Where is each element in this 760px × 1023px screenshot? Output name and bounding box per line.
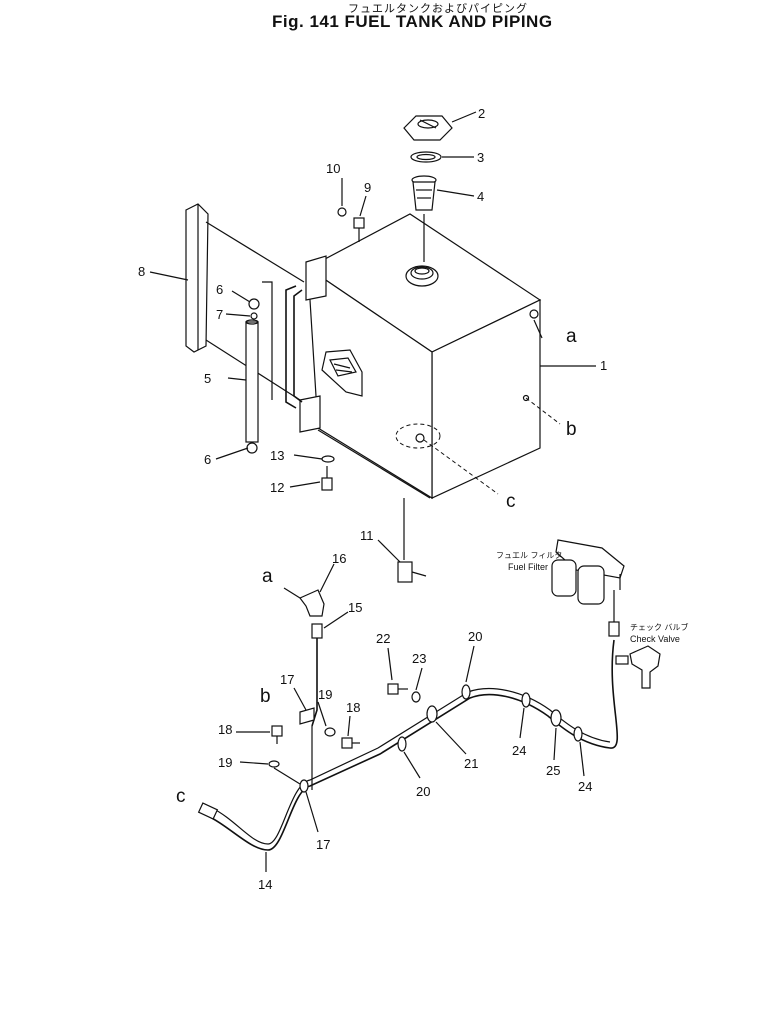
connection-b-pipe: b xyxy=(260,686,271,707)
cap-gasket xyxy=(410,151,442,163)
clamp-guide xyxy=(273,767,301,785)
callout-13: 13 xyxy=(270,448,284,463)
washer-13 xyxy=(321,455,335,463)
callout-14: 14 xyxy=(258,877,272,892)
callout-4: 4 xyxy=(477,189,484,204)
callout-23: 23 xyxy=(412,651,426,666)
washer-19-left xyxy=(268,760,280,768)
clamp-24-right xyxy=(573,726,583,742)
handrail-guide-top xyxy=(205,221,305,283)
callout-9: 9 xyxy=(364,180,371,195)
connection-c-tank: c xyxy=(506,491,516,512)
figure-title-japanese: フュエルタンクおよびパイピング xyxy=(348,2,528,15)
clamp-25 xyxy=(550,709,562,727)
washer-23 xyxy=(411,691,421,703)
check-valve-label-jp: チェック バルブ xyxy=(630,622,689,632)
handrail-8 xyxy=(185,203,209,353)
connection-b-tank: b xyxy=(566,419,577,440)
nut-6-lower xyxy=(246,442,258,454)
clamp-20-upper xyxy=(461,684,471,700)
callout-7: 7 xyxy=(216,307,223,322)
c-dashed-line xyxy=(423,439,499,495)
callout-12: 12 xyxy=(270,480,284,495)
clamp-17-upper xyxy=(299,707,315,725)
callout-25: 25 xyxy=(546,763,560,778)
bolt-12 xyxy=(321,466,333,491)
bolt-9 xyxy=(353,217,365,242)
callout-19-right: 19 xyxy=(318,687,332,702)
washer-19-right xyxy=(324,727,336,737)
callout-6-upper: 6 xyxy=(216,282,223,297)
callout-6-lower: 6 xyxy=(204,452,211,467)
callout-numbers: 2 3 4 1 10 9 8 6 7 5 6 13 12 11 16 15 17… xyxy=(138,106,607,892)
connection-letters: a b c a b c xyxy=(176,326,577,807)
callout-24-right: 24 xyxy=(578,779,592,794)
bolt-18-right xyxy=(341,737,360,749)
callout-21: 21 xyxy=(464,756,478,771)
clamp-20-lower xyxy=(397,736,407,752)
component-notes: フュエル フィルタ Fuel Filter チェック バルブ Check Val… xyxy=(496,551,689,644)
callout-20-upper: 20 xyxy=(468,629,482,644)
a-leader xyxy=(533,319,543,339)
callout-11: 11 xyxy=(360,528,374,543)
callout-5: 5 xyxy=(204,371,211,386)
fuel-tank xyxy=(299,213,542,500)
fuel-pipe-14 xyxy=(203,639,619,851)
callout-22: 22 xyxy=(376,631,390,646)
fuel-filter xyxy=(551,539,625,605)
clamp-17-lower xyxy=(299,779,309,793)
callout-10: 10 xyxy=(326,161,340,176)
tank-handle-inner xyxy=(293,289,303,403)
fuel-filter-label: Fuel Filter xyxy=(508,562,548,572)
elbow-16 xyxy=(283,587,325,617)
figure-title: Fig. 141 FUEL TANK AND PIPING xyxy=(272,12,553,31)
pipe-guide xyxy=(262,281,273,400)
filler-strainer xyxy=(411,175,437,211)
connection-c-pipe: c xyxy=(176,786,186,807)
callout-19-left: 19 xyxy=(218,755,232,770)
callout-17-lower: 17 xyxy=(316,837,330,852)
connection-a-tank: a xyxy=(566,326,577,347)
pipe-fitting-c xyxy=(197,802,219,820)
filter-hose-fitting xyxy=(608,621,620,637)
check-valve xyxy=(615,645,661,689)
callout-8: 8 xyxy=(138,264,145,279)
fuel-cap xyxy=(403,115,453,141)
callout-18-left: 18 xyxy=(218,722,232,737)
callout-leaders xyxy=(149,111,596,872)
callout-18-right: 18 xyxy=(346,700,360,715)
callout-24-left: 24 xyxy=(512,743,526,758)
clamp-24-left xyxy=(521,692,531,708)
washer-7 xyxy=(250,312,258,320)
check-valve-label: Check Valve xyxy=(630,634,680,644)
tank-handle xyxy=(285,285,297,409)
connection-a-pipe: a xyxy=(262,566,273,587)
washer-10 xyxy=(337,207,347,217)
b-dashed-line xyxy=(525,397,561,425)
bolt-18-left xyxy=(271,725,283,744)
callout-16: 16 xyxy=(332,551,346,566)
clamp-21 xyxy=(426,705,438,723)
callout-15: 15 xyxy=(348,600,362,615)
callout-20-lower: 20 xyxy=(416,784,430,799)
callout-17-upper: 17 xyxy=(280,672,294,687)
callout-3: 3 xyxy=(477,150,484,165)
nut-6-upper xyxy=(248,298,260,310)
callout-1: 1 xyxy=(600,358,607,373)
bolt-22 xyxy=(387,683,408,695)
callout-2: 2 xyxy=(478,106,485,121)
drain-valve-11 xyxy=(397,561,427,583)
handle-pipe-5 xyxy=(245,319,259,443)
fuel-filter-label-jp: フュエル フィルタ xyxy=(496,551,562,560)
